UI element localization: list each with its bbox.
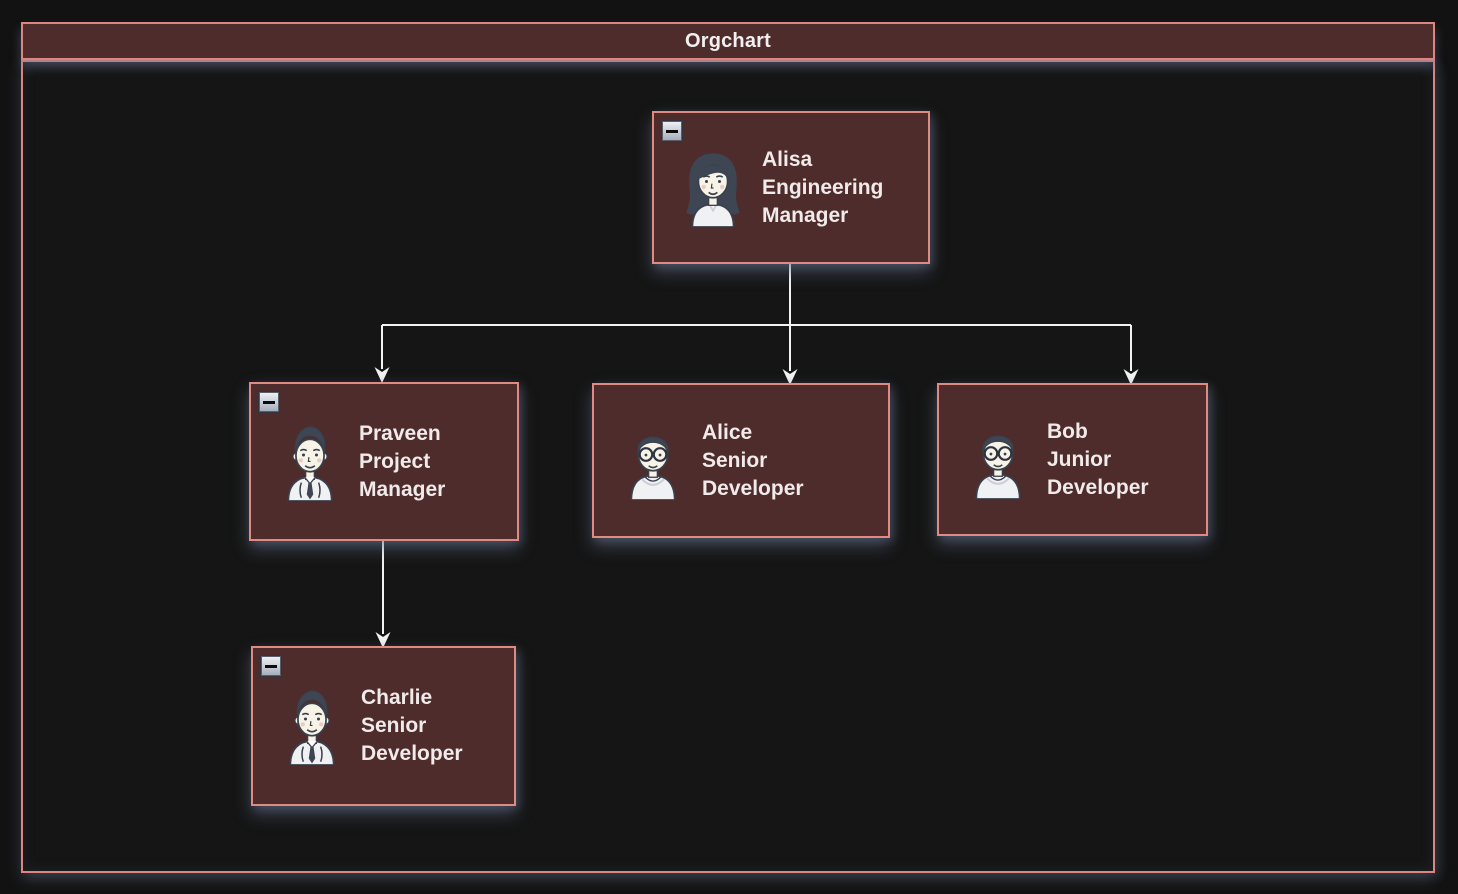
app-title-bar: Orgchart — [21, 22, 1435, 60]
collapse-button[interactable] — [258, 391, 280, 413]
person-title: Senior Developer — [702, 448, 804, 500]
person-name: Bob — [1047, 419, 1088, 443]
person-name: Alisa — [762, 147, 813, 171]
node-text: Charlie Senior Developer — [361, 684, 513, 768]
node-text: Bob Junior Developer — [1047, 418, 1199, 502]
person-title: Engineering Manager — [762, 175, 884, 227]
person-title: Senior Developer — [361, 714, 463, 765]
org-node-alice[interactable]: Alice Senior Developer — [592, 383, 890, 538]
node-text: Alisa Engineering Manager — [762, 146, 914, 230]
man-glasses-avatar-icon — [975, 435, 1021, 499]
org-node-praveen[interactable]: Praveen Project Manager — [249, 382, 519, 541]
person-title: Junior Developer — [1047, 447, 1149, 499]
man-glasses-avatar-icon — [630, 436, 676, 500]
minus-icon — [263, 400, 275, 404]
minus-icon — [666, 129, 678, 133]
person-title: Project Manager — [359, 449, 446, 501]
minus-icon — [265, 664, 277, 668]
node-text: Praveen Project Manager — [359, 420, 511, 504]
man-suit-avatar-icon — [287, 425, 333, 501]
person-name: Praveen — [359, 421, 441, 445]
node-text: Alice Senior Developer — [702, 419, 854, 503]
person-name: Alice — [702, 420, 753, 444]
org-node-bob[interactable]: Bob Junior Developer — [937, 383, 1208, 536]
person-name: Charlie — [361, 686, 433, 709]
woman-avatar-icon — [686, 152, 740, 227]
man-suit-avatar-icon — [289, 690, 335, 765]
org-node-charlie[interactable]: Charlie Senior Developer — [251, 646, 516, 806]
org-node-alisa[interactable]: Alisa Engineering Manager — [652, 111, 930, 264]
page-title: Orgchart — [684, 29, 772, 52]
collapse-button[interactable] — [260, 655, 282, 677]
collapse-button[interactable] — [661, 120, 683, 142]
